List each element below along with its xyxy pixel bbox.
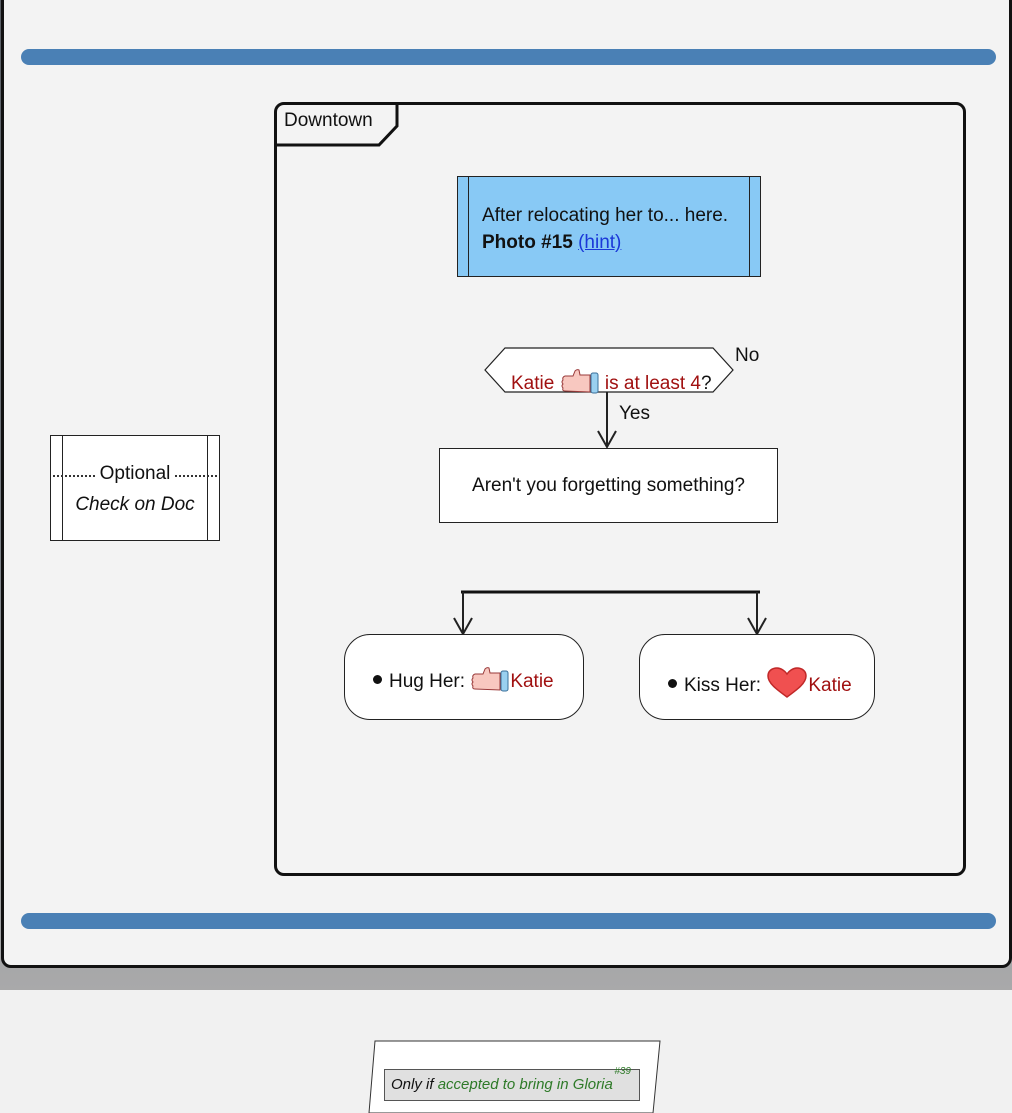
note-box: Only if accepted to bring in Gloria #39 — [384, 1066, 640, 1101]
thumbs-up-icon — [561, 369, 599, 394]
note-prefix: Only if — [391, 1076, 434, 1093]
kiss-action-box: Kiss Her: Katie — [639, 634, 875, 720]
thumbs-up-icon — [471, 667, 509, 692]
hug-action-box: Hug Her: Katie — [344, 634, 584, 720]
condition-text: Katie is at least 4? — [511, 369, 712, 395]
start-box-text: After relocating her to... here. — [482, 205, 729, 226]
condition-character: Katie — [511, 373, 555, 394]
group-tab — [275, 103, 399, 147]
bottom-bar — [21, 913, 996, 929]
condition-suffix: ? — [700, 373, 712, 394]
photo-label: Photo #15 — [482, 232, 573, 253]
condition-text-label: is at least 4 — [604, 373, 701, 394]
hug-label: Hug Her: — [389, 671, 466, 692]
optional-box: Optional Check on Doc — [50, 435, 220, 541]
bullet — [373, 675, 382, 685]
hug-target: Katie — [510, 671, 554, 692]
optional-title: Optional — [99, 463, 171, 484]
yes-label: Yes — [619, 403, 650, 424]
hint-link[interactable]: (hint) — [578, 232, 622, 253]
start-box: After relocating her to... here. Photo #… — [457, 176, 761, 277]
heart-icon — [767, 667, 808, 698]
bullet — [668, 679, 677, 689]
top-bar — [21, 49, 996, 65]
group-label: Downtown — [284, 110, 373, 131]
note-condition: accepted to bring in Gloria — [437, 1076, 613, 1093]
kiss-target: Katie — [808, 675, 852, 696]
kiss-label: Kiss Her: — [684, 675, 762, 696]
no-label: No — [735, 345, 760, 366]
optional-subtitle: Check on Doc — [75, 494, 195, 515]
decision-diamond — [484, 347, 734, 393]
question-box: Aren't you forgetting something? — [439, 448, 778, 523]
note-badge: #39 — [614, 1066, 631, 1077]
